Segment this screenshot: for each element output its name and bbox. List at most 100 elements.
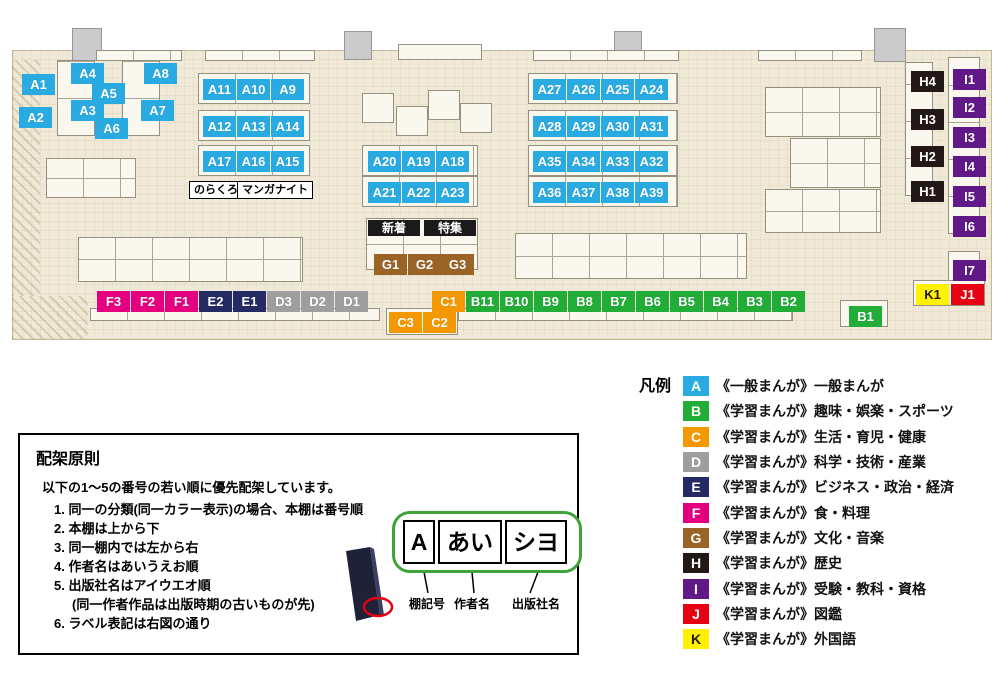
shelf-label-b10: B10	[500, 291, 533, 312]
principles-item-1: 1. 同一の分類(同一カラー表示)の場合、本棚は番号順	[54, 502, 364, 517]
legend-chip-f: F	[683, 503, 709, 523]
shelf-block	[428, 90, 460, 120]
shelf-label-b5: B5	[670, 291, 703, 312]
legend-series: 《学習まんが》	[716, 555, 814, 571]
shelf-label-a9: A9	[271, 79, 304, 100]
shelf-label-h4: H4	[911, 71, 944, 92]
caption-author: 作者名	[454, 597, 491, 611]
shelf-label-a12: A12	[203, 116, 236, 137]
shelf-label-b1: B1	[849, 306, 882, 327]
shelf-label-a27: A27	[533, 79, 566, 100]
legend-row-k: K 《学習まんが》外国語	[683, 629, 856, 649]
legend-row-b: B 《学習まんが》趣味・娯楽・スポーツ	[683, 401, 954, 421]
legend-chip-c: C	[683, 427, 709, 447]
shelf-label-c1: C1	[432, 291, 465, 312]
shelf-label-d1: D1	[335, 291, 368, 312]
shelf-block	[515, 233, 747, 279]
legend-chip-i: I	[683, 579, 709, 599]
legend-row-e: E 《学習まんが》ビジネス・政治・経済	[683, 477, 954, 497]
caption-shelf-code: 棚記号	[409, 597, 446, 611]
shelf-block	[533, 50, 679, 61]
shelf-label-a28: A28	[533, 116, 566, 137]
shelf-label-a19: A19	[402, 151, 435, 172]
principles-item-2: 2. 本棚は上から下	[54, 521, 160, 536]
shelf-label-a22: A22	[402, 182, 435, 203]
principles-panel: 配架原則 以下の1〜5の番号の若い順に優先配架しています。 1. 同一の分類(同…	[18, 433, 582, 655]
shelf-label-a29: A29	[567, 116, 600, 137]
legend-title: 凡例	[639, 378, 672, 395]
legend-chip-j: J	[683, 604, 709, 624]
legend-series: 《学習まんが》	[716, 505, 814, 521]
shelf-label-a18: A18	[436, 151, 469, 172]
legend-series: 《学習まんが》	[716, 479, 814, 495]
legend-series: 《学習まんが》	[716, 606, 814, 622]
label-position-circle	[362, 596, 394, 618]
shelf-label-c2: C2	[423, 312, 456, 333]
legend-row-h: H 《学習まんが》歴史	[683, 553, 842, 573]
shelf-label-f1: F1	[165, 291, 198, 312]
shelf-label-i2: I2	[953, 97, 986, 118]
shelf-label-k1: K1	[916, 284, 949, 305]
legend-series: 《学習まんが》	[716, 429, 814, 445]
sign-feature: 特集	[424, 220, 476, 236]
label-shelf-code: A	[403, 520, 435, 564]
shelf-label-a20: A20	[368, 151, 401, 172]
shelf-label-a17: A17	[203, 151, 236, 172]
legend-category: 図鑑	[814, 606, 842, 622]
shelf-label-c3: C3	[389, 312, 422, 333]
legend-category: ビジネス・政治・経済	[814, 479, 954, 495]
legend-chip-h: H	[683, 553, 709, 573]
principles-item-5-note: (同一作者作品は出版時期の古いものが先)	[72, 597, 315, 612]
shelf-block	[790, 138, 881, 188]
legend: 凡例 A 《一般まんが》一般まんが B 《学習まんが》趣味・娯楽・スポーツ C …	[625, 368, 997, 663]
shelf-label-a39: A39	[635, 182, 668, 203]
shelf-label-e2: E2	[199, 291, 232, 312]
shelf-label-a38: A38	[601, 182, 634, 203]
legend-series: 《学習まんが》	[716, 530, 814, 546]
shelf-label-a33: A33	[601, 151, 634, 172]
legend-row-c: C 《学習まんが》生活・育児・健康	[683, 427, 926, 447]
legend-chip-g: G	[683, 528, 709, 548]
shelf-label-b11: B11	[466, 291, 499, 312]
shelf-label-a35: A35	[533, 151, 566, 172]
shelf-label-a16: A16	[237, 151, 270, 172]
caption-line	[471, 571, 475, 594]
pillar	[344, 31, 372, 60]
shelf-label-b7: B7	[602, 291, 635, 312]
label-publisher: シヨ	[505, 520, 567, 564]
shelf-label-a36: A36	[533, 182, 566, 203]
spine-label-example: A あい シヨ	[392, 511, 582, 573]
shelf-block	[78, 237, 303, 282]
legend-category: 歴史	[814, 555, 842, 571]
shelf-label-i5: I5	[953, 186, 986, 207]
shelf-label-i3: I3	[953, 127, 986, 148]
legend-row-g: G 《学習まんが》文化・音楽	[683, 528, 884, 548]
shelf-label-j1: J1	[951, 284, 984, 305]
shelf-label-a34: A34	[567, 151, 600, 172]
sign-manga-night: マンガナイト	[237, 181, 313, 199]
legend-series: 《学習まんが》	[716, 631, 814, 647]
legend-category: 文化・音楽	[814, 530, 884, 546]
legend-series: 《学習まんが》	[716, 454, 814, 470]
caption-line	[529, 571, 539, 594]
legend-chip-b: B	[683, 401, 709, 421]
principles-item-6: 6. ラベル表記は右図の通り	[54, 616, 212, 631]
shelf-label-i6: I6	[953, 216, 986, 237]
shelf-label-g1: G1	[374, 254, 407, 275]
label-author: あい	[438, 520, 502, 564]
shelf-label-a3: A3	[71, 100, 104, 121]
shelf-block	[765, 189, 881, 233]
shelf-block	[460, 103, 492, 133]
shelf-label-h2: H2	[911, 146, 944, 167]
legend-category: 受験・教科・資格	[814, 581, 926, 597]
sign-norakuro: のらくろ	[189, 181, 243, 199]
legend-series: 《学習まんが》	[716, 581, 814, 597]
legend-category: 生活・育児・健康	[814, 429, 926, 445]
floor-hatch-bottom-left	[12, 296, 88, 339]
legend-category: 科学・技術・産業	[814, 454, 926, 470]
shelf-label-f3: F3	[97, 291, 130, 312]
legend-chip-d: D	[683, 452, 709, 472]
legend-category: 趣味・娯楽・スポーツ	[814, 403, 954, 419]
shelf-label-a23: A23	[436, 182, 469, 203]
shelf-label-a37: A37	[567, 182, 600, 203]
